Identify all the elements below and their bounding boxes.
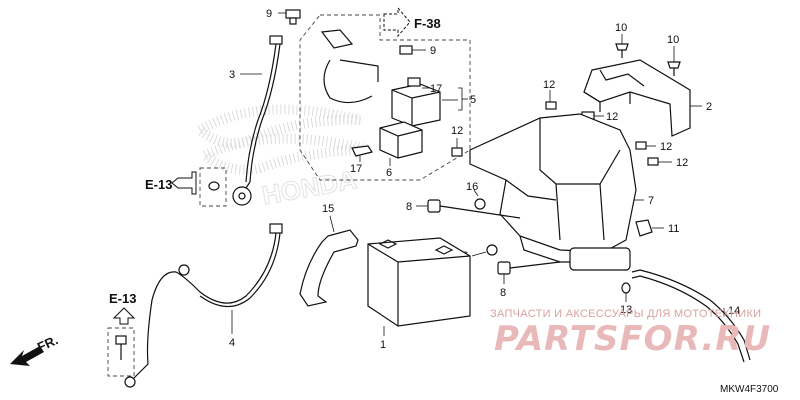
- callout-15: 15: [322, 203, 334, 215]
- callout-7: 7: [648, 195, 654, 207]
- callout-4: 4: [229, 337, 235, 349]
- callout-10b: 10: [667, 34, 679, 46]
- part-1-battery: 1: [367, 237, 471, 351]
- callout-1: 1: [380, 339, 386, 351]
- relay-group-box: [299, 14, 471, 181]
- part-7-battery-tray: 7: [469, 113, 654, 271]
- callout-6: 6: [386, 167, 392, 179]
- grommet-a: 12: [543, 79, 557, 110]
- callout-11: 11: [668, 223, 679, 235]
- watermark-brand: PARTSFOR.RU: [494, 319, 771, 359]
- grommet-c: 12: [635, 141, 672, 153]
- part-5-relay: 17 5 6: [379, 77, 476, 179]
- svg-text:12: 12: [676, 157, 688, 169]
- part-16-bolts: 16 16: [456, 181, 498, 262]
- callout-17b: 17: [350, 163, 362, 175]
- callout-8b: 8: [500, 287, 506, 299]
- part-9-bolt-right: 9: [399, 45, 436, 57]
- svg-text:12: 12: [606, 111, 618, 123]
- f38-arrow-icon: [383, 6, 411, 38]
- svg-text:12: 12: [543, 79, 555, 91]
- callout-9b: 9: [430, 45, 436, 57]
- honda-wing-emblem: HONDA: [191, 104, 372, 211]
- part-17-connector: 17: [350, 145, 373, 175]
- callout-13: 13: [620, 304, 632, 316]
- part-8-bolts: 8 8: [406, 199, 561, 299]
- svg-text:12: 12: [451, 125, 463, 137]
- front-arrow-icon: [10, 346, 44, 366]
- part-2-cover: 2: [583, 59, 712, 137]
- e13-reference-upper: E-13: [145, 167, 227, 207]
- callout-9a: 9: [266, 8, 272, 20]
- part-14-hose: 14: [631, 269, 751, 363]
- callout-3: 3: [229, 69, 235, 81]
- diagram-code: MKW4F3700: [720, 384, 779, 395]
- f38-label: F-38: [414, 16, 441, 31]
- e13-left-arrow-icon: [171, 171, 197, 195]
- e13-up-arrow-icon: [112, 307, 136, 325]
- grommet-d: 12: [647, 157, 688, 169]
- f38-reference: F-38: [383, 6, 441, 38]
- callout-17a: 17: [430, 83, 442, 95]
- e13-label-upper: E-13: [145, 177, 172, 192]
- callout-5: 5: [470, 94, 476, 106]
- svg-text:12: 12: [660, 141, 672, 153]
- grommet-f: 12: [451, 125, 463, 157]
- callout-16a: 16: [466, 181, 478, 193]
- watermark-caption: ЗАПЧАСТИ И АКСЕССУАРЫ ДЛЯ МОТОТЕХНИКИ: [490, 308, 761, 320]
- callout-2: 2: [706, 101, 712, 113]
- part-4-cable: 4: [124, 223, 283, 388]
- e13-label-lower: E-13: [109, 291, 136, 306]
- part-9-bolt-top: 9: [266, 8, 301, 25]
- callout-8a: 8: [406, 201, 412, 213]
- e13-reference-lower: E-13: [107, 291, 136, 377]
- part-11-clip: 11: [635, 219, 679, 237]
- part-3-cable: 3: [229, 35, 283, 206]
- callout-10a: 10: [615, 22, 627, 34]
- callout-14: 14: [728, 305, 740, 317]
- part-13-clip: 13: [620, 282, 632, 316]
- part-15-battery-band: 15: [299, 203, 359, 307]
- relay-holder: [320, 29, 379, 104]
- front-label: FR.: [35, 332, 60, 354]
- part-10-bolts: 10 10: [615, 22, 681, 76]
- emblem-text: HONDA: [260, 164, 359, 210]
- front-direction-indicator: FR.: [10, 332, 60, 366]
